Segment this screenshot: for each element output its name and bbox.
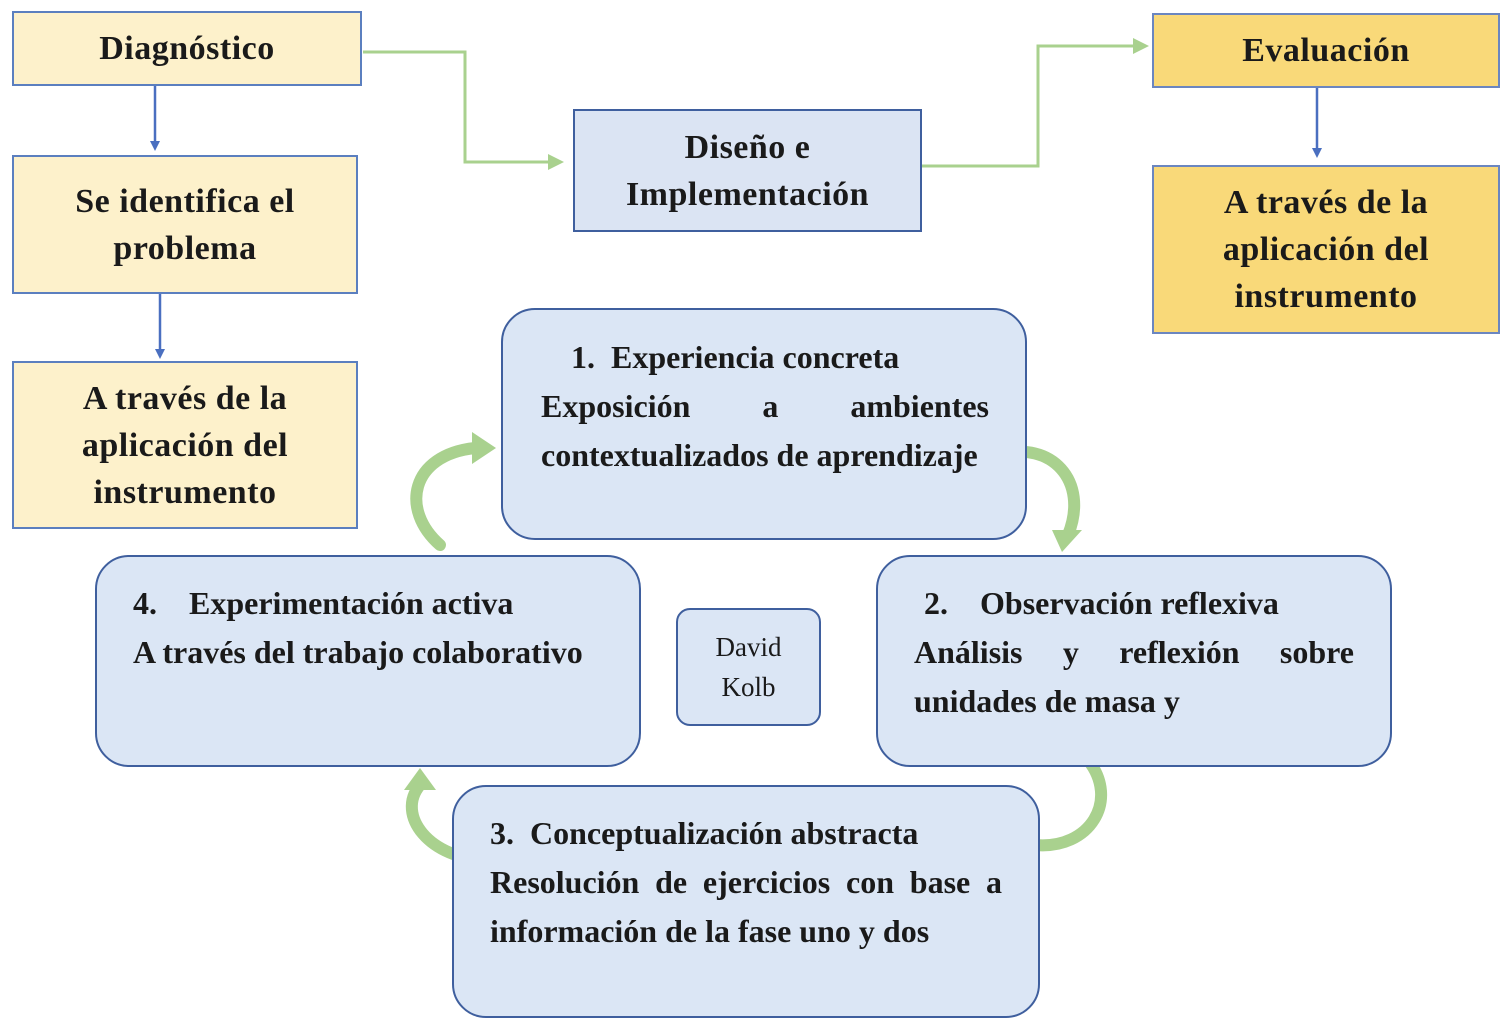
cycle-arrow-4-to-1 (410, 432, 496, 551)
kolb-phase-4-box: 4. Experimentación activa A través del t… (95, 555, 641, 767)
kolb-phase-3-text: Resolución de ejercicios con base a info… (490, 864, 1002, 949)
diagnostico-box: Diagnóstico (12, 11, 362, 86)
david-kolb-box: David Kolb (676, 608, 821, 726)
aplicacion-instrumento-box-left: A través de la aplicación del instrument… (12, 361, 358, 529)
kolb-phase-1-title: 1. Experiencia concreta (571, 339, 900, 375)
aplicacion-instrumento-text-right: A través de la aplicación del instrument… (1222, 184, 1430, 315)
connector-diseno-to-evaluacion (922, 38, 1149, 168)
kolb-phase-3-title: 3. Conceptualización abstracta (490, 815, 919, 851)
identifica-problema-box: Se identifica el problema (12, 155, 358, 294)
kolb-phase-1-text: Exposición a ambientes contextualizados … (541, 388, 989, 473)
kolb-phase-3-box: 3. Conceptualización abstracta Resolució… (452, 785, 1040, 1018)
kolb-phase-2-box: 2. Observación reflexiva Análisis y refl… (876, 555, 1392, 767)
kolb-phase-4-title: 4. Experimentación activa (133, 585, 514, 621)
identifica-problema-text: Se identifica el problema (75, 182, 295, 267)
diseno-implementacion-box: Diseño e Implementación (573, 109, 922, 232)
evaluacion-box: Evaluación (1152, 13, 1500, 88)
diseno-implementacion-title: Diseño e Implementación (625, 128, 870, 213)
kolb-phase-2-text: Análisis y reflexión sobre unidades de m… (914, 634, 1354, 719)
david-kolb-label: David Kolb (715, 632, 782, 702)
kolb-phase-2-title: 2. Observación reflexiva (924, 585, 1279, 621)
kolb-phase-4-text: A través del trabajo colaborativo (133, 634, 583, 670)
aplicacion-instrumento-box-right: A través de la aplicación del instrument… (1152, 165, 1500, 334)
evaluacion-title: Evaluación (1242, 32, 1410, 69)
kolb-phase-1-box: 1. Experiencia concreta Exposición a amb… (501, 308, 1027, 540)
connector-diagnostico-to-diseno (363, 50, 564, 170)
diagnostico-title: Diagnóstico (99, 30, 275, 67)
aplicacion-instrumento-text-left: A través de la aplicación del instrument… (81, 379, 289, 511)
